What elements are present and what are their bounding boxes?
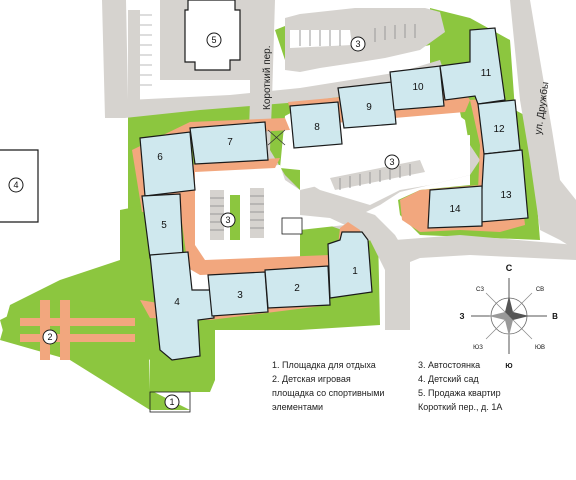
svg-text:1: 1 xyxy=(169,397,174,407)
marker-parking-right[interactable]: 3 xyxy=(384,154,400,170)
building-9[interactable] xyxy=(337,81,397,129)
building-label-7: 7 xyxy=(227,137,233,148)
building-6[interactable] xyxy=(139,131,196,197)
legend-column-2: 3. Автостоянка 4. Детский сад 5. Продажа… xyxy=(418,358,502,414)
building-3[interactable] xyxy=(207,271,269,317)
building-14[interactable] xyxy=(427,185,483,229)
svg-text:3: 3 xyxy=(225,215,230,225)
legend-item-5-line2: Короткий пер., д. 1А xyxy=(418,402,503,412)
compass-se: ЮВ xyxy=(535,345,545,351)
legend-column-1: 1. Площадка для отдыха 2. Детская игрова… xyxy=(272,358,384,414)
building-label-11: 11 xyxy=(481,68,492,79)
building-label-3: 3 xyxy=(237,290,243,301)
svg-text:3: 3 xyxy=(355,39,360,49)
legend-item-5-line1: 5. Продажа квартир xyxy=(418,388,501,398)
svg-text:3: 3 xyxy=(389,157,394,167)
building-label-8: 8 xyxy=(314,122,320,133)
playground-paths xyxy=(20,300,135,360)
legend-item-4: 4. Детский сад xyxy=(418,374,479,384)
legend-item-2-line1: 2. Детская игровая xyxy=(272,374,351,384)
compass-sw: ЮЗ xyxy=(473,345,483,351)
building-13[interactable] xyxy=(479,149,529,223)
street-korotky: Короткий пер. xyxy=(262,45,273,110)
compass-e: В xyxy=(552,312,558,321)
markers: 3 3 3 4 5 2 1 xyxy=(8,32,400,413)
legend-item-2-line2: площадка со спортивными xyxy=(272,388,385,398)
building-7[interactable] xyxy=(189,121,269,165)
compass-rose: С Ю З В СЗ СВ ЮЗ ЮВ xyxy=(459,263,558,370)
building-label-5: 5 xyxy=(161,220,167,231)
building-label-1: 1 xyxy=(352,266,358,277)
legend-item-3: 3. Автостоянка xyxy=(418,360,481,370)
building-label-10: 10 xyxy=(412,82,424,93)
building-label-9: 9 xyxy=(366,102,372,113)
building-8[interactable] xyxy=(289,101,343,149)
marker-rest-area[interactable]: 1 xyxy=(149,391,191,413)
marker-parking-center[interactable]: 3 xyxy=(220,212,236,228)
building-label-2: 2 xyxy=(294,283,300,294)
marker-playground[interactable]: 2 xyxy=(42,329,58,345)
building-labels: 6 7 5 4 3 2 1 8 9 10 11 12 13 14 xyxy=(157,68,512,308)
compass-n: С xyxy=(506,263,513,273)
building-label-13: 13 xyxy=(500,190,512,201)
building-2[interactable] xyxy=(264,265,331,309)
marker-kindergarten[interactable]: 4 xyxy=(8,177,24,193)
residential-buildings xyxy=(139,27,529,361)
marker-sales-office[interactable]: 5 xyxy=(206,32,222,48)
svg-text:5: 5 xyxy=(211,35,216,45)
building-label-4: 4 xyxy=(174,297,180,308)
building-label-12: 12 xyxy=(493,124,505,135)
compass-nw: СЗ xyxy=(476,287,484,293)
building-4[interactable] xyxy=(149,251,215,361)
building-11[interactable] xyxy=(439,27,506,105)
crosswalk xyxy=(267,129,286,146)
compass-ne: СВ xyxy=(536,287,544,293)
building-label-14: 14 xyxy=(449,204,461,215)
svg-text:2: 2 xyxy=(47,332,52,342)
compass-s: Ю xyxy=(505,363,512,370)
building-10[interactable] xyxy=(389,65,445,111)
legend-item-1: 1. Площадка для отдыха xyxy=(272,360,376,370)
legend-item-2-line3: элементами xyxy=(272,402,324,412)
building-1[interactable] xyxy=(327,231,373,299)
marker-parking-top[interactable]: 3 xyxy=(350,36,366,52)
compass-w: З xyxy=(459,312,464,321)
svg-text:4: 4 xyxy=(13,180,18,190)
building-label-6: 6 xyxy=(157,152,163,163)
